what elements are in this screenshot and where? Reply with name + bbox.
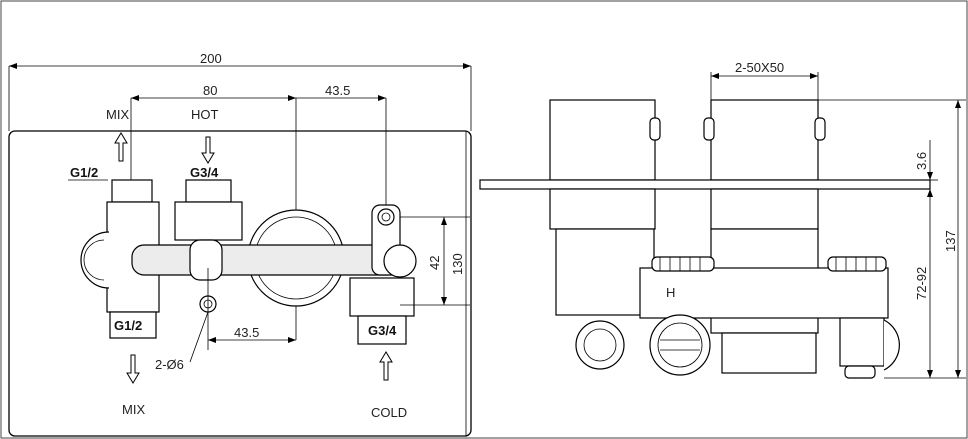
label-cold: COLD [371,405,407,420]
dim-outlet-spacing: 80 [203,83,217,98]
dim-total-depth: 137 [943,230,958,252]
arrow-up-icon [114,132,128,162]
dim-bottom-offset: 43.5 [234,325,259,340]
label-hot: HOT [191,107,219,122]
arrow-down-icon [201,136,215,164]
dim-height-42: 42 [427,256,442,270]
arrow-down-icon [126,354,140,384]
label-mix-top: MIX [106,107,129,122]
dim-plate: 3.6 [914,152,929,170]
thread-bottom-right: G3/4 [368,323,397,338]
hot-marker: H [666,285,675,300]
thread-top-left: G1/2 [70,165,98,180]
arrow-up-icon [379,351,393,381]
dim-spindles: 2-50X50 [735,60,784,75]
dim-height-130: 130 [450,253,465,275]
holes-label: 2-Ø6 [155,357,184,372]
dim-depth-range: 72-92 [914,267,929,300]
front-view: 200 80 43.5 G1/2 G3/4 [8,51,472,437]
dim-right-offset: 43.5 [325,83,350,98]
thread-bottom-left: G1/2 [114,318,142,333]
label-mix-bottom: MIX [122,402,145,417]
side-view: 2-50X50 [479,60,966,379]
dim-total-width: 200 [200,51,222,66]
thread-top-center: G3/4 [190,165,219,180]
